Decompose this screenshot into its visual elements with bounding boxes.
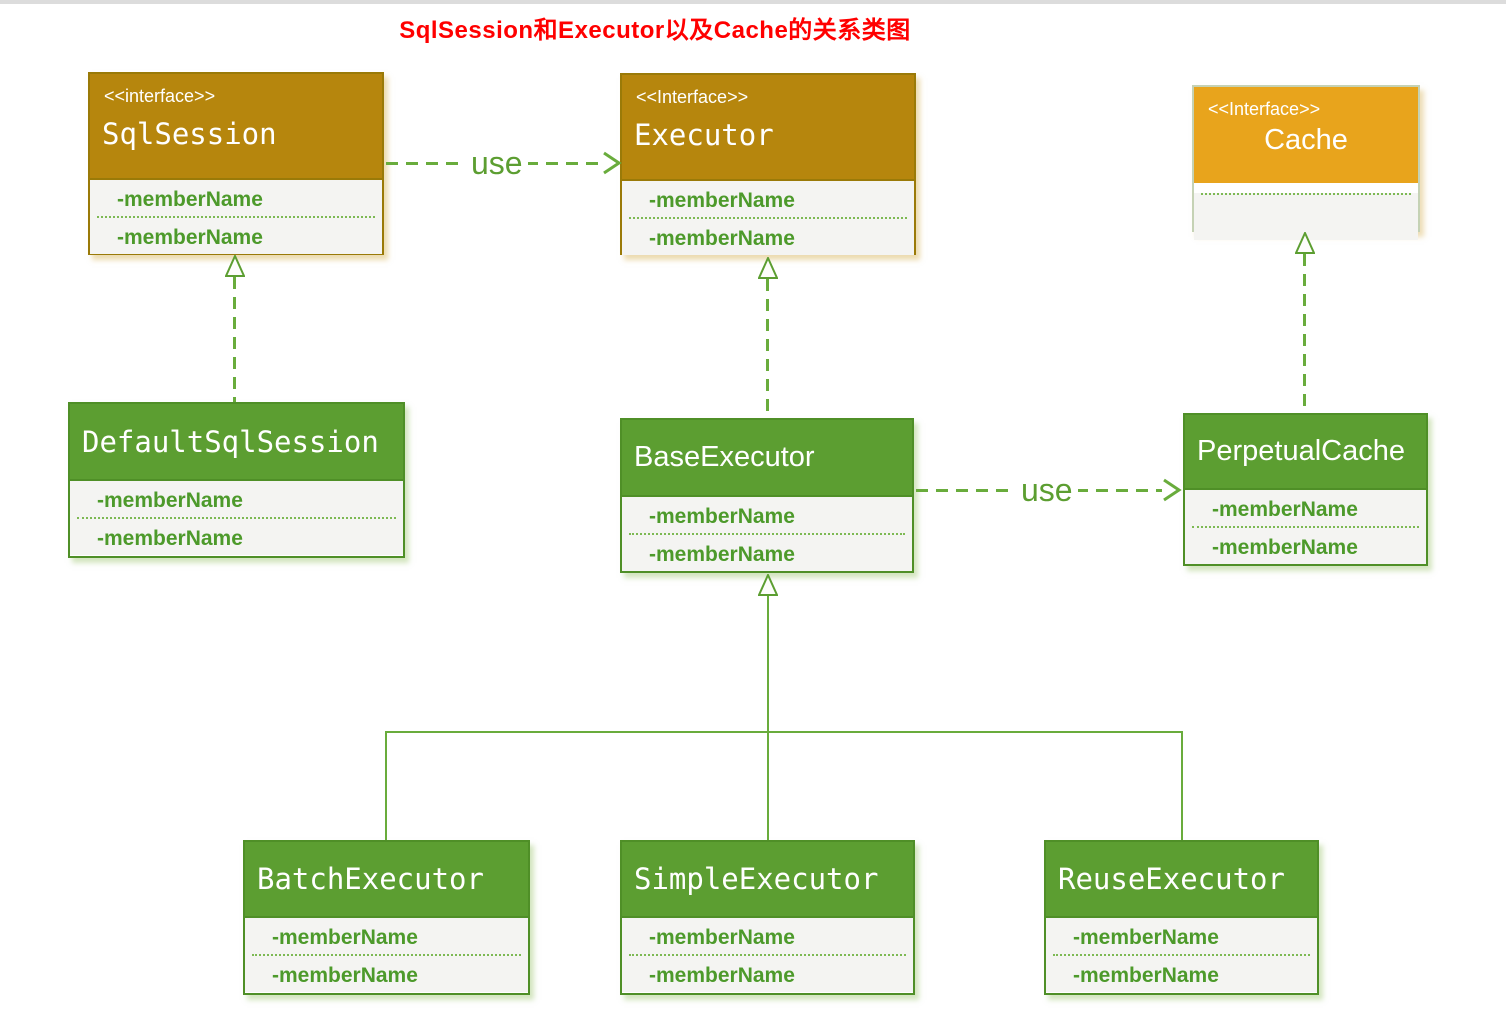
class-name: SimpleExecutor xyxy=(634,862,879,896)
members-compartment xyxy=(1194,193,1418,240)
member-row: -memberName xyxy=(649,543,795,566)
stereotype-label: <<interface>> xyxy=(104,86,216,106)
stereotype-label: <<Interface>> xyxy=(1208,99,1321,119)
members-compartment: -memberName -memberName xyxy=(622,181,914,255)
class-name: PerpetualCache xyxy=(1197,435,1405,467)
class-header: <<interface>> SqlSession xyxy=(90,74,382,180)
members-compartment: -memberName -memberName xyxy=(622,918,913,992)
member-row: -memberName xyxy=(1073,964,1219,987)
realization-line xyxy=(766,279,769,418)
class-name: BatchExecutor xyxy=(257,862,484,896)
member-row: -memberName xyxy=(649,189,795,212)
arrowhead-triangle-icon xyxy=(1295,232,1315,254)
realization-line xyxy=(1303,254,1306,413)
class-header: ReuseExecutor xyxy=(1046,842,1317,918)
member-separator xyxy=(1053,954,1310,956)
use-label: use xyxy=(466,145,528,181)
class-box-executor: <<Interface>> Executor -memberName -memb… xyxy=(620,73,916,255)
arrowhead-triangle-icon xyxy=(758,257,778,279)
member-separator xyxy=(629,533,905,535)
member-row: -memberName xyxy=(272,926,418,949)
class-box-perpetualcache: PerpetualCache -memberName -memberName xyxy=(1183,413,1428,566)
member-row: -memberName xyxy=(272,964,418,987)
member-row: -memberName xyxy=(97,489,243,512)
class-name: ReuseExecutor xyxy=(1058,862,1285,896)
member-row: -memberName xyxy=(117,188,263,211)
page-top-edge xyxy=(0,0,1506,4)
class-box-defaultsqlsession: DefaultSqlSession -memberName -memberNam… xyxy=(68,402,405,558)
diagram-title: SqlSession和Executor以及Cache的关系类图 xyxy=(399,17,911,44)
members-compartment: -memberName -memberName xyxy=(1185,490,1426,564)
class-header: BatchExecutor xyxy=(245,842,528,918)
arrowhead-open-icon xyxy=(603,151,622,175)
members-compartment: -memberName -memberName xyxy=(1046,918,1317,992)
members-compartment: -memberName -memberName xyxy=(90,180,382,254)
member-row: -memberName xyxy=(117,226,263,249)
member-separator xyxy=(252,954,521,956)
class-header: DefaultSqlSession xyxy=(70,404,403,481)
member-separator xyxy=(97,216,375,218)
class-header: BaseExecutor xyxy=(622,420,912,497)
generalization-line xyxy=(385,731,387,840)
generalization-line xyxy=(767,596,769,840)
realization-line xyxy=(233,277,236,402)
class-name: Executor xyxy=(634,118,774,152)
class-name: BaseExecutor xyxy=(634,441,815,473)
member-row: -memberName xyxy=(1212,498,1358,521)
class-header: PerpetualCache xyxy=(1185,415,1426,490)
member-row: -memberName xyxy=(649,505,795,528)
arrowhead-triangle-icon xyxy=(225,255,245,277)
generalization-line xyxy=(1181,731,1183,840)
class-box-baseexecutor: BaseExecutor -memberName -memberName xyxy=(620,418,914,573)
class-box-batchexecutor: BatchExecutor -memberName -memberName xyxy=(243,840,530,995)
stereotype-label: <<Interface>> xyxy=(636,87,749,107)
member-row: -memberName xyxy=(649,227,795,250)
class-name: DefaultSqlSession xyxy=(82,424,379,459)
member-row: -memberName xyxy=(1212,536,1358,559)
member-row: -memberName xyxy=(649,964,795,987)
member-separator xyxy=(1192,526,1419,528)
member-row: -memberName xyxy=(649,926,795,949)
member-separator xyxy=(77,517,396,519)
generalization-line xyxy=(386,731,1182,733)
member-row: -memberName xyxy=(1073,926,1219,949)
member-row: -memberName xyxy=(97,527,243,550)
class-box-sqlsession: <<interface>> SqlSession -memberName -me… xyxy=(88,72,384,255)
class-box-cache: <<Interface>> Cache xyxy=(1192,85,1420,240)
member-separator xyxy=(629,954,906,956)
class-name: Cache xyxy=(1264,124,1348,156)
use-label: use xyxy=(1016,472,1078,508)
class-header: SimpleExecutor xyxy=(622,842,913,918)
member-separator xyxy=(629,217,907,219)
members-compartment: -memberName -memberName xyxy=(245,918,528,992)
arrowhead-open-icon xyxy=(1163,478,1182,502)
arrowhead-triangle-icon xyxy=(758,574,778,596)
member-separator xyxy=(1201,193,1411,195)
members-compartment: -memberName -memberName xyxy=(70,481,403,555)
class-header: <<Interface>> Cache xyxy=(1194,87,1418,183)
class-box-simpleexecutor: SimpleExecutor -memberName -memberName xyxy=(620,840,915,995)
members-compartment: -memberName -memberName xyxy=(622,497,912,571)
class-header: <<Interface>> Executor xyxy=(622,75,914,181)
class-box-reuseexecutor: ReuseExecutor -memberName -memberName xyxy=(1044,840,1319,995)
class-name: SqlSession xyxy=(102,117,277,151)
